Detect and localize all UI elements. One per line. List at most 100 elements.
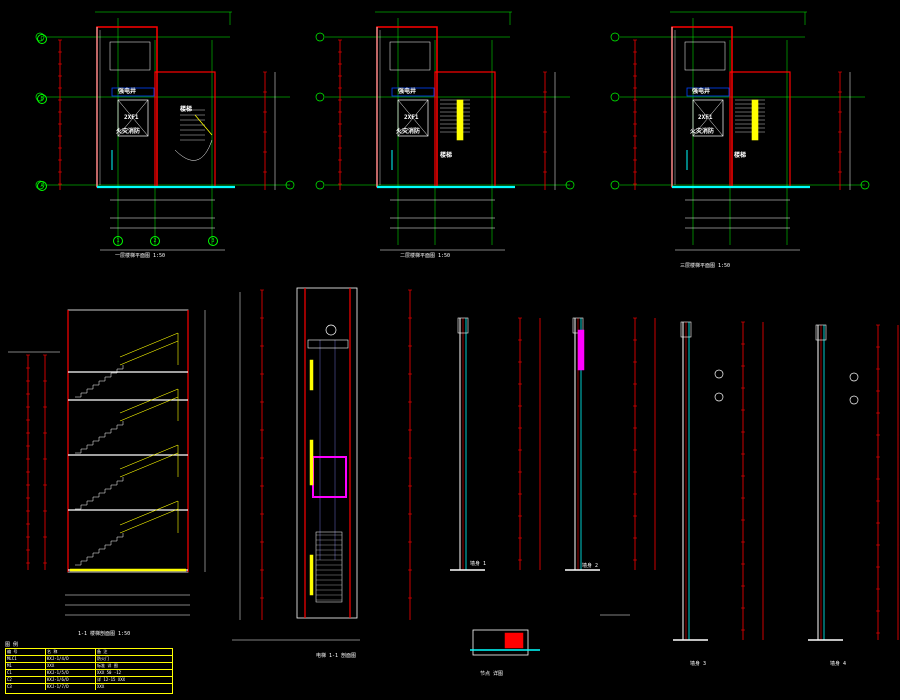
parapet [457, 317, 469, 334]
door-swing [174, 139, 213, 161]
plan3-room-label-fire: 火灾消防 [690, 128, 715, 135]
legend-cell: 防火门 [97, 656, 109, 661]
grid-bubble-c: C [37, 34, 47, 44]
handrail [119, 388, 179, 414]
plan1-room-label-electrical: 强电井 [118, 88, 137, 95]
elevator-car [312, 456, 347, 498]
node-fill [504, 632, 524, 649]
plan1-room-label-stair: 楼梯 [180, 106, 193, 113]
detail-marker [714, 392, 724, 402]
room-tag-box [391, 87, 435, 97]
plan3-room-label-stair: 楼梯 [734, 152, 747, 159]
elevator-x [692, 99, 724, 137]
legend-cell: KXJ-1/5/D [46, 670, 96, 676]
room-tag-box [111, 87, 155, 97]
elevator-car [397, 99, 429, 137]
wall-detail-caption-1: 墙身 1 [470, 561, 487, 567]
handrail [119, 444, 179, 470]
legend-row: C2 KXJ-1/6/D 详 12-15 XXX [6, 677, 172, 684]
pulley [325, 324, 337, 336]
legend-cell: 编 号 [6, 649, 46, 655]
legend-cell: 详 12-15 XXX [97, 677, 126, 682]
elevator-x [117, 99, 149, 137]
plan2-room-label-electrical: 强电井 [398, 88, 417, 95]
elevator-section-caption: 电梯 1-1 剖面图 [316, 653, 357, 659]
detail-marker [849, 395, 859, 405]
door-marker [309, 359, 314, 391]
plan1-room-label-fire: 火灾消防 [116, 128, 141, 135]
wall-outline [434, 71, 496, 188]
grid-bubble [315, 32, 325, 42]
wall-detail-caption-3: 墙身 3 [690, 661, 707, 667]
plan2-room-label-fire: 火灾消防 [396, 128, 421, 135]
stair-handrail [194, 114, 213, 136]
wall-outline [154, 71, 216, 188]
door-marker [309, 439, 314, 486]
plan1-room-label-code: 2XF1 [124, 114, 139, 121]
wall-outline [729, 71, 791, 188]
handrail [119, 508, 179, 534]
handrail [119, 452, 179, 478]
legend-cell: C1 [6, 670, 46, 676]
wall-detail-caption-4: 墙身 4 [830, 661, 847, 667]
legend-cell: 备 注 [97, 649, 108, 654]
legend-row: M1 XXX 标准 详 图 [6, 663, 172, 670]
pit-ladder [315, 531, 343, 603]
grid-bubble [610, 92, 620, 102]
legend-table: 编 号 名 称 备 注 MLC1 KXJ-1/4/D 防火门 M1 XXX 标准… [5, 648, 173, 694]
grid-bubble [315, 92, 325, 102]
plan1-caption: 一层楼梯平面图 1:50 [115, 253, 166, 259]
legend-row: MLC1 KXJ-1/4/D 防火门 [6, 656, 172, 663]
legend-row: 编 号 名 称 备 注 [6, 649, 172, 656]
handrail [119, 500, 179, 526]
detail-marker [849, 372, 859, 382]
node-frame [472, 629, 529, 656]
legend-cell: KXJ-1/4/D [46, 656, 96, 662]
parapet [680, 321, 692, 338]
legend-cell: C3 [6, 684, 46, 690]
shaft [109, 41, 151, 71]
grid-bubble [610, 180, 620, 190]
grid-bubble [315, 180, 325, 190]
plan2-room-label-code: 2XF1 [404, 114, 419, 121]
grid-bubble-1: 1 [113, 236, 123, 246]
grid-bubble-3: 3 [208, 236, 218, 246]
shaft-outline [296, 287, 358, 619]
room-tag-box [686, 87, 730, 97]
elevator-car [692, 99, 724, 137]
plan3-room-label-electrical: 强电井 [692, 88, 711, 95]
legend-cell: XXX [46, 663, 96, 669]
legend-cell: 名 称 [46, 649, 96, 655]
grid-bubble [860, 180, 870, 190]
grid-bubble-a: A [37, 181, 47, 191]
legend-cell: 标准 详 图 [97, 663, 118, 668]
shaft [389, 41, 431, 71]
detail-marker [714, 369, 724, 379]
grid-bubble [610, 32, 620, 42]
grid-bubble [285, 180, 295, 190]
plan2-caption: 二层楼梯平面图 1:50 [400, 253, 451, 259]
legend-cell: C2 [6, 677, 46, 683]
machine-beam [307, 339, 349, 349]
stair-handrail [456, 99, 464, 141]
legend-row: C1 KXJ-1/5/D XXX 50 -12 [6, 670, 172, 677]
legend-cell: XXX 50 -12 [97, 670, 122, 675]
legend-cell: XXX [97, 684, 105, 689]
legend-cell: MLC1 [6, 656, 46, 662]
shaft [684, 41, 726, 71]
legend-title: 图 例 [5, 642, 19, 648]
handrail [119, 340, 179, 366]
handrail [119, 332, 179, 358]
grid-bubble-b: B [37, 94, 47, 104]
legend-cell: KXJ-1/7/D [46, 684, 96, 690]
elevator-x [397, 99, 429, 137]
plan3-room-label-code: 2XF1 [698, 114, 713, 121]
plan2-room-label-stair: 楼梯 [440, 152, 453, 159]
legend-cell: M1 [6, 663, 46, 669]
grid-bubble-2: 2 [150, 236, 160, 246]
legend-row: C3 KXJ-1/7/D XXX [6, 684, 172, 690]
grid-bubble [565, 180, 575, 190]
stair-handrail [751, 99, 759, 141]
node-detail-caption: 节点 详图 [480, 671, 504, 677]
